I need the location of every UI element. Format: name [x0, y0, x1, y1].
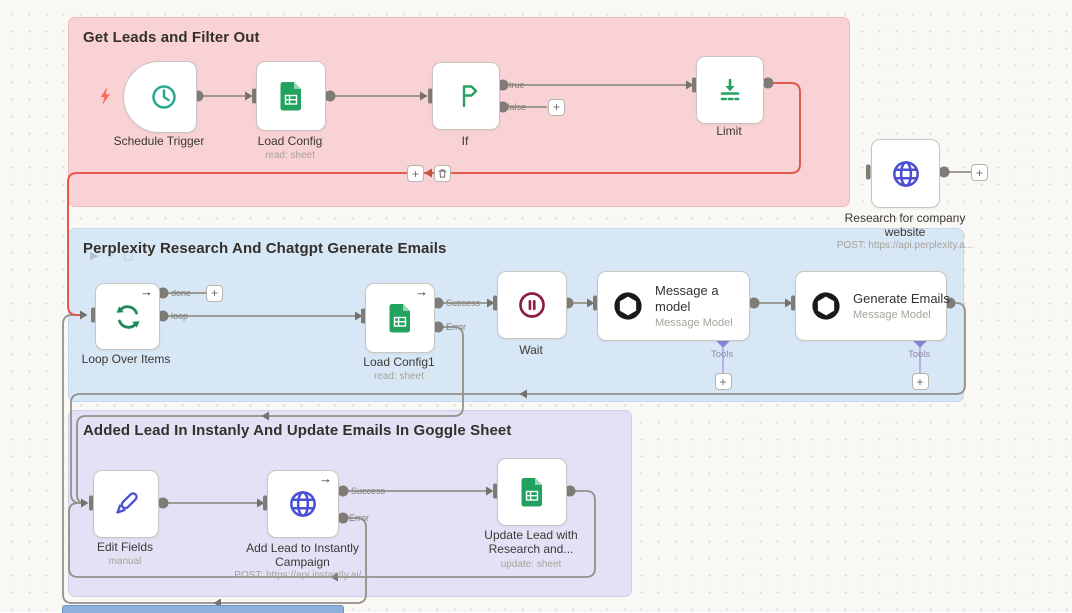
node-generate-emails[interactable]: Generate Emails Message Model: [795, 271, 950, 341]
node-message-a-model[interactable]: Message a model Message Model: [597, 271, 750, 341]
node-if[interactable]: [432, 62, 500, 130]
sticky-title: Get Leads and Filter Out: [83, 29, 260, 46]
node-load-config1[interactable]: →: [365, 283, 435, 353]
globe-icon: [892, 160, 919, 187]
node-label-loop-over-items: Loop Over Items: [81, 352, 171, 366]
add-tool-button-message-model[interactable]: +: [714, 373, 732, 390]
plus-icon: +: [411, 166, 419, 181]
node-label-limit: Limit: [716, 124, 742, 138]
node-label-update-lead: Update Lead with Research and...: [484, 528, 578, 557]
plus-icon: +: [210, 286, 218, 300]
add-node-button-done-branch[interactable]: +: [206, 284, 223, 302]
node-hover-toolbar[interactable]: ▶ ○ ▢: [90, 249, 134, 262]
wire-label-error-config1: Error: [446, 322, 466, 332]
node-subtitle-message-model: Message Model: [655, 317, 733, 330]
wire-label-done: done: [171, 288, 192, 298]
pause-icon: [519, 292, 545, 318]
delete-connection-button[interactable]: [434, 165, 451, 182]
add-node-button-false-branch[interactable]: +: [548, 98, 565, 116]
node-subtitle-edit-fields: manual: [108, 556, 142, 567]
signpost-icon: [462, 85, 478, 108]
add-tool-button-generate-emails[interactable]: +: [911, 373, 929, 390]
executed-arrow-icon: →: [415, 284, 428, 299]
node-schedule-trigger[interactable]: [123, 61, 197, 133]
node-limit[interactable]: [696, 56, 764, 124]
sheets-icon: [389, 304, 410, 333]
sticky-title: Perplexity Research And Chatgpt Generate…: [83, 240, 447, 257]
node-title-generate-emails: Generate Emails: [853, 290, 950, 306]
plus-icon: +: [916, 374, 924, 389]
sheets-icon: [280, 82, 301, 111]
plus-icon: +: [719, 374, 727, 389]
node-label-research: Research for company website: [844, 211, 966, 240]
node-subtitle-add-lead: POST: https://api.instantly.ai/...: [234, 570, 370, 581]
input-ports[interactable]: [89, 77, 871, 511]
active-wire-arrowhead: [424, 168, 432, 178]
plus-icon: +: [552, 100, 560, 114]
node-add-lead-instantly[interactable]: →: [267, 470, 339, 538]
clock-icon: [152, 85, 176, 109]
node-subtitle-load-config1: read: sheet: [373, 371, 425, 382]
add-node-button-active-wire[interactable]: +: [407, 165, 424, 182]
tools-label: Tools: [711, 349, 734, 360]
tools-label: Tools: [908, 349, 931, 360]
wire-label-loop: loop: [171, 311, 189, 321]
node-subtitle-research: POST: https://api.perplexity.a...: [836, 240, 974, 251]
node-wait[interactable]: [497, 271, 567, 339]
openai-icon: [812, 292, 840, 320]
wire-label-success-config1: Success: [446, 298, 481, 308]
lightning-icon: [100, 87, 110, 105]
wire-label-error-addlead: Error: [349, 513, 369, 523]
executed-arrow-icon: →: [319, 471, 332, 486]
node-load-config[interactable]: [256, 61, 326, 131]
node-label-add-lead: Add Lead to Instantly Campaign: [246, 541, 359, 570]
node-edit-fields[interactable]: [93, 470, 159, 538]
wire-label-true: true: [509, 80, 525, 90]
trash-icon[interactable]: ▢: [123, 250, 134, 262]
wire-arrowheads: [80, 80, 793, 608]
openai-icon: [614, 292, 642, 320]
wire-loadconfig1-error-loop[interactable]: [76, 326, 464, 504]
output-ports[interactable]: [157, 77, 956, 524]
node-title-message-model: Message a model: [655, 282, 719, 314]
trash-icon: [438, 169, 447, 178]
node-label-schedule-trigger: Schedule Trigger: [113, 134, 205, 148]
node-subtitle-generate-emails: Message Model: [853, 309, 931, 322]
sheets-icon: [521, 478, 542, 507]
node-research-company-website[interactable]: [871, 139, 940, 208]
limit-icon: [720, 78, 740, 101]
node-subtitle-update-lead: update: sheet: [500, 559, 562, 570]
pen-icon: [116, 492, 138, 514]
wire-label-success-addlead: Success: [351, 486, 386, 496]
node-label-edit-fields: Edit Fields: [96, 540, 154, 554]
executed-arrow-icon: →: [140, 284, 153, 299]
sticky-title: Added Lead In Instanly And Update Emails…: [83, 422, 512, 439]
node-label-load-config1: Load Config1: [363, 355, 435, 369]
node-loop-over-items[interactable]: →: [95, 283, 160, 350]
wire-generate-to-editfields[interactable]: [70, 302, 966, 504]
node-subtitle-load-config: read: sheet: [264, 150, 316, 161]
plus-icon: +: [975, 165, 983, 180]
wire-label-false: false: [507, 102, 527, 112]
power-icon[interactable]: ○: [107, 249, 115, 261]
globe-icon: [290, 491, 316, 517]
node-label-wait: Wait: [519, 343, 543, 357]
sticky-note-partial-blue[interactable]: [62, 605, 344, 613]
node-label-load-config: Load Config: [257, 134, 323, 148]
node-label-if: If: [461, 134, 469, 148]
add-node-button-research[interactable]: +: [971, 164, 988, 181]
loop-icon: [116, 304, 139, 329]
node-update-lead[interactable]: [497, 458, 567, 526]
play-icon[interactable]: ▶: [90, 250, 99, 262]
